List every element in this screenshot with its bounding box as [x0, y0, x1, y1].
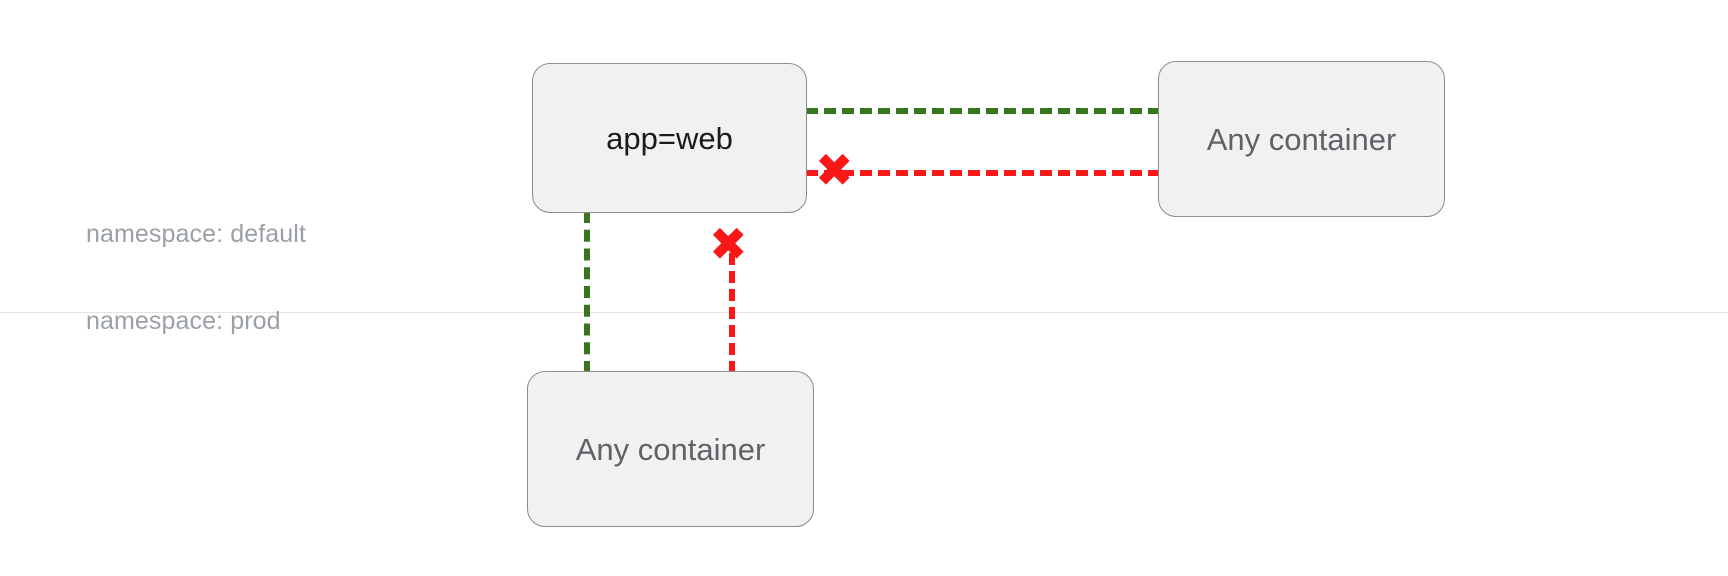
node-any-container-prod-label: Any container: [575, 431, 766, 467]
node-any-container-prod: Any container: [527, 371, 814, 527]
edge-deny-same-namespace: [806, 170, 1160, 176]
node-any-container-default: Any container: [1158, 61, 1445, 217]
namespace-divider: [0, 312, 1728, 313]
edge-deny-cross-namespace: [729, 235, 735, 373]
namespace-label-default: namespace: default: [86, 220, 307, 248]
node-app-web-label: app=web: [606, 120, 733, 156]
deny-cross-icon-horizontal: ✖: [815, 143, 854, 197]
namespace-label-prod: namespace: prod: [86, 307, 281, 335]
node-any-container-default-label: Any container: [1206, 121, 1397, 157]
edge-allow-same-namespace: [806, 108, 1160, 114]
edge-allow-cross-namespace: [584, 211, 590, 373]
node-app-web: app=web: [532, 63, 807, 213]
deny-cross-icon-vertical: ✖: [709, 217, 748, 271]
